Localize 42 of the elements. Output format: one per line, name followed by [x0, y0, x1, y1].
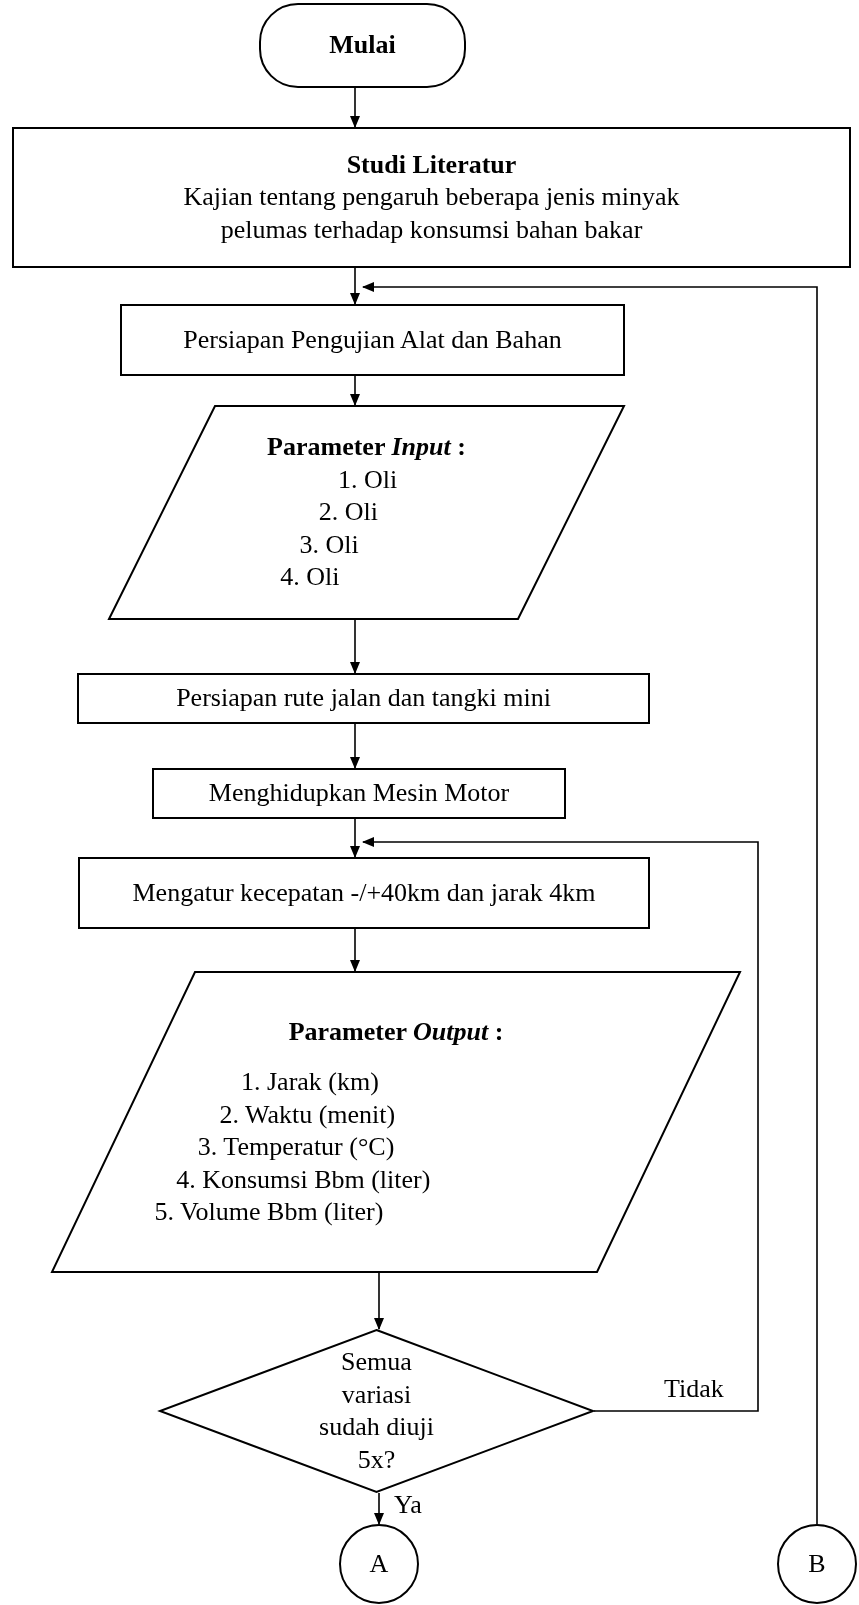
data-parallelogram [108, 405, 625, 620]
process-box [12, 127, 851, 268]
list-item: 4. Oli [280, 561, 340, 594]
heading-text: Mulai [329, 29, 396, 62]
decision-diamond [159, 1329, 594, 1493]
connector-circle [777, 1524, 857, 1604]
arrow [362, 282, 818, 1525]
node-text: Mengatur kecepatan -/+40km dan jarak 4km [132, 876, 596, 909]
list-item: 4. Konsumsi Bbm (liter) [176, 1163, 431, 1196]
list-item: 2. Oli [318, 496, 378, 529]
list-item: 1. Oli [338, 463, 398, 496]
node-text: Semua variasi sudah diuji 5x? [318, 1346, 435, 1476]
node-text: Kajian tentang pengaruh beberapa jenis minyak pelumas terhadap konsumsi bahan bakar [182, 181, 681, 246]
heading-text: Parameter Output : [288, 1015, 504, 1048]
node-text: B [808, 1547, 826, 1580]
heading-text: Parameter Input : [267, 431, 466, 464]
process-box [77, 673, 650, 724]
arrow [350, 375, 360, 406]
list-item: 5. Volume Bbm (liter) [154, 1196, 384, 1228]
arrow [374, 1492, 384, 1525]
node-text: Persiapan rute jalan dan tangki mini [176, 682, 551, 715]
heading-text: Studi Literatur [346, 148, 517, 181]
arrow [362, 837, 759, 1412]
connector-circle [339, 1524, 419, 1604]
arrow [350, 619, 360, 674]
list-item: 3. Oli [299, 528, 359, 561]
node-text: Persiapan Pengujian Alat dan Bahan [183, 323, 562, 356]
arrow [350, 818, 360, 858]
arrow [350, 267, 360, 305]
process-box [78, 857, 650, 929]
arrow [374, 1272, 384, 1330]
list-item: 2. Waktu (menit) [219, 1098, 396, 1131]
node-text: A [369, 1547, 389, 1580]
list-item: 1. Jarak (km) [241, 1066, 379, 1098]
process-box [152, 768, 566, 819]
list-item: 3. Temperatur (°C) [197, 1131, 395, 1163]
arrow [350, 928, 360, 972]
node-text: Menghidupkan Mesin Motor [208, 777, 510, 810]
data-parallelogram [51, 971, 741, 1273]
arrow [350, 87, 360, 128]
arrow [350, 723, 360, 769]
process-box [120, 304, 625, 376]
